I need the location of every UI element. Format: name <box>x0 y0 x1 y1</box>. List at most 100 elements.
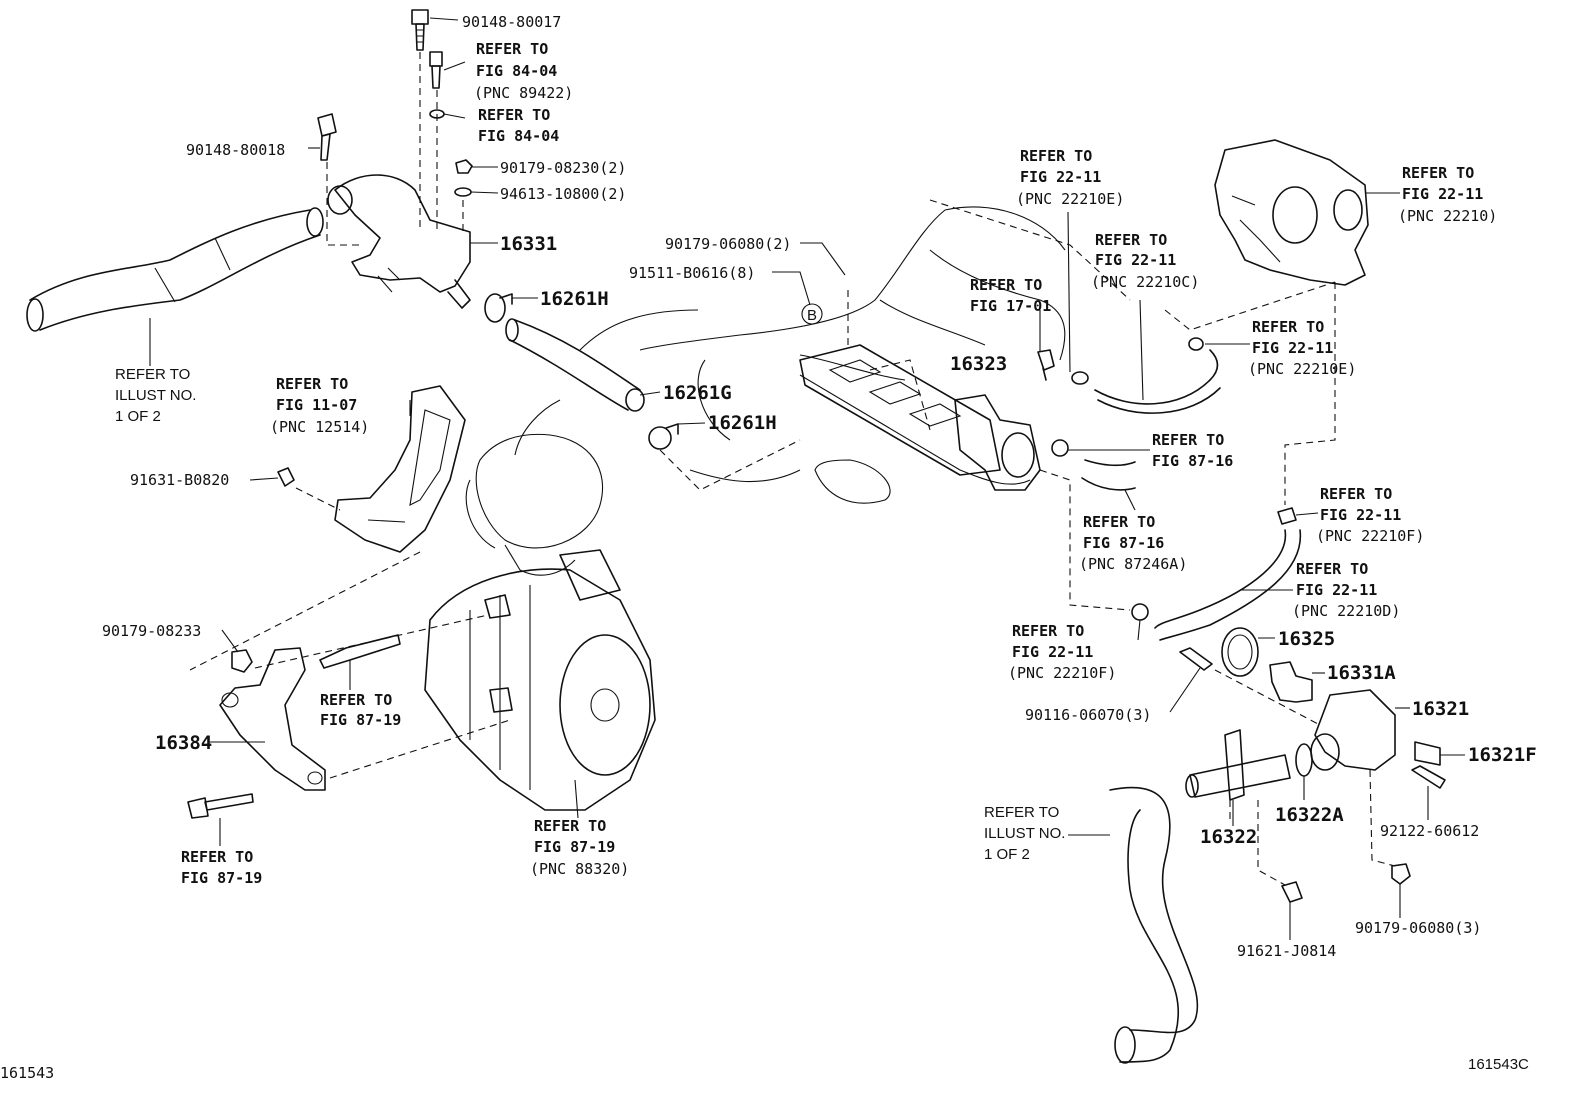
svg-text:FIG 22-11: FIG 22-11 <box>1402 185 1483 203</box>
callout-16261H-top: 16261H <box>540 288 609 310</box>
bolt-90148-80018-icon <box>317 113 337 161</box>
ref-fig-11-07: REFER TO FIG 11-07 (PNC 12514) <box>270 375 369 436</box>
callout-16325: 16325 <box>1278 628 1335 650</box>
hose-22210D-icon <box>1154 529 1302 641</box>
ref-fig-84-04-washer: REFER TO FIG 84-04 <box>478 106 559 145</box>
callout-90148-80017: 90148-80017 <box>462 13 561 31</box>
svg-text:REFER TO: REFER TO <box>115 366 190 383</box>
callout-92122-60612: 92122-60612 <box>1380 822 1479 840</box>
svg-text:REFER TO: REFER TO <box>534 817 606 835</box>
callout-91631-B0820: 91631-B0820 <box>130 471 229 489</box>
svg-text:1 OF 2: 1 OF 2 <box>984 846 1030 863</box>
svg-text:(PNC 22210F): (PNC 22210F) <box>1316 527 1424 545</box>
ref-fig-22-11-pnc-22210E-mid: REFER TO FIG 22-11 (PNC 22210E) <box>1248 318 1356 378</box>
svg-text:(PNC 22210F): (PNC 22210F) <box>1008 664 1116 682</box>
bolt-91621-J0814-icon <box>1281 881 1303 903</box>
svg-text:FIG 84-04: FIG 84-04 <box>478 127 559 145</box>
hose-16261G-icon <box>505 318 645 412</box>
callout-90179-08233: 90179-08233 <box>102 622 201 640</box>
intake-gasket-icon <box>799 344 1001 476</box>
callout-16331: 16331 <box>500 233 557 255</box>
intake-manifold-outline <box>465 206 1066 576</box>
pipe-16322-icon <box>1185 729 1291 801</box>
callout-94613-10800: 94613-10800(2) <box>500 185 626 203</box>
svg-text:(PNC 12514): (PNC 12514) <box>270 418 369 436</box>
clamp-17-01-icon <box>1037 349 1055 381</box>
ref-illust-1-of-2-right: REFER TO ILLUST NO. 1 OF 2 <box>984 804 1065 863</box>
callout-16322: 16322 <box>1200 826 1257 848</box>
bolt-91631-B0820-icon <box>277 467 295 487</box>
thermostat-16331A-icon <box>1269 661 1313 703</box>
svg-text:FIG 22-11: FIG 22-11 <box>1252 339 1333 357</box>
callout-90179-08230: 90179-08230(2) <box>500 159 626 177</box>
hose-lower-icon <box>1109 786 1199 1064</box>
svg-text:FIG 87-19: FIG 87-19 <box>534 838 615 856</box>
svg-text:REFER TO: REFER TO <box>1020 147 1092 165</box>
clamp-16261H-bottom-icon <box>648 423 679 450</box>
bolt-90148-80017-icon <box>411 9 429 51</box>
bolt-87-19-top-icon <box>319 634 401 669</box>
svg-text:FIG 84-04: FIG 84-04 <box>476 62 557 80</box>
ref-fig-87-19-pnc-88320: REFER TO FIG 87-19 (PNC 88320) <box>530 817 629 878</box>
svg-text:REFER TO: REFER TO <box>970 276 1042 294</box>
svg-text:FIG 87-19: FIG 87-19 <box>181 869 262 887</box>
svg-text:(PNC 22210E): (PNC 22210E) <box>1016 190 1124 208</box>
callout-16384: 16384 <box>155 732 212 754</box>
clamp-16261H-top-icon <box>484 293 513 323</box>
ref-fig-22-11-pnc-22210F-bottom: REFER TO FIG 22-11 (PNC 22210F) <box>1008 622 1116 682</box>
callout-16321: 16321 <box>1412 698 1469 720</box>
ref-fig-22-11-pnc-22210D: REFER TO FIG 22-11 (PNC 22210D) <box>1292 560 1400 620</box>
marker-B-label: B <box>807 307 817 324</box>
oring-16322A-icon <box>1295 743 1313 777</box>
svg-text:REFER TO: REFER TO <box>476 40 548 58</box>
bolt-87-19-bottom-icon <box>187 793 254 819</box>
ac-compressor-icon <box>424 549 656 811</box>
clamp-87-16-icon <box>1051 439 1069 457</box>
nut-90179-08233-icon <box>231 649 253 673</box>
callout-91511-B0616: 91511-B0616(8) <box>629 264 755 282</box>
svg-text:FIG 11-07: FIG 11-07 <box>276 396 357 414</box>
svg-text:FIG 22-11: FIG 22-11 <box>1320 506 1401 524</box>
svg-text:FIG 22-11: FIG 22-11 <box>1012 643 1093 661</box>
callout-90116-06070: 90116-06070(3) <box>1025 706 1151 724</box>
svg-text:(PNC 89422): (PNC 89422) <box>474 84 573 102</box>
ref-fig-87-16-pnc-87246A: REFER TO FIG 87-16 (PNC 87246A) <box>1079 513 1187 573</box>
ref-fig-87-19-bolt-bottom: REFER TO FIG 87-19 <box>181 848 262 887</box>
svg-text:REFER TO: REFER TO <box>478 106 550 124</box>
bracket-16384-icon <box>219 647 326 791</box>
leader-lines <box>149 17 1465 940</box>
hose-left-icon <box>26 207 324 332</box>
gasket-16325-icon <box>1221 627 1259 677</box>
svg-text:REFER TO: REFER TO <box>984 804 1059 821</box>
svg-text:FIG 87-16: FIG 87-16 <box>1152 452 1233 470</box>
bracket-12514-icon <box>334 385 466 553</box>
gasket-94613-10800-icon <box>454 187 472 197</box>
hose-22210C-icon <box>1094 349 1221 414</box>
stud-90116-06070-icon <box>1179 647 1213 671</box>
circle-B-marker: B <box>801 303 823 325</box>
svg-text:REFER TO: REFER TO <box>1320 485 1392 503</box>
callout-16322A: 16322A <box>1275 804 1344 826</box>
svg-text:REFER TO: REFER TO <box>1402 164 1474 182</box>
ref-fig-22-11-pnc-22210F-top: REFER TO FIG 22-11 (PNC 22210F) <box>1316 485 1424 545</box>
svg-text:(PNC 22210D): (PNC 22210D) <box>1292 602 1400 620</box>
figure-number-right: 161543C <box>1468 1056 1529 1073</box>
svg-text:1 OF 2: 1 OF 2 <box>115 408 161 425</box>
inlet-16321-icon <box>1310 689 1396 771</box>
ref-fig-22-11-pnc-22210: REFER TO FIG 22-11 (PNC 22210) <box>1398 164 1497 225</box>
ref-fig-87-19-bolt-top: REFER TO FIG 87-19 <box>320 691 401 729</box>
svg-text:REFER TO: REFER TO <box>1012 622 1084 640</box>
svg-text:(PNC 22210C): (PNC 22210C) <box>1091 273 1199 291</box>
clamp-22210E-mid-icon <box>1188 337 1204 351</box>
throttle-body-icon <box>1214 139 1369 286</box>
clamp-22210E-top-icon <box>1071 371 1089 385</box>
svg-text:REFER TO: REFER TO <box>1296 560 1368 578</box>
callout-16331A: 16331A <box>1327 662 1396 684</box>
svg-text:FIG 17-01: FIG 17-01 <box>970 297 1051 315</box>
callout-90179-06080-3: 90179-06080(3) <box>1355 919 1481 937</box>
svg-text:FIG 22-11: FIG 22-11 <box>1020 168 1101 186</box>
clamp-22210F-top-icon <box>1277 507 1297 525</box>
callout-labels: 90148-80017 90148-80018 90179-08230(2) 9… <box>0 13 1537 1082</box>
water-inlet-16323-icon <box>954 394 1041 491</box>
